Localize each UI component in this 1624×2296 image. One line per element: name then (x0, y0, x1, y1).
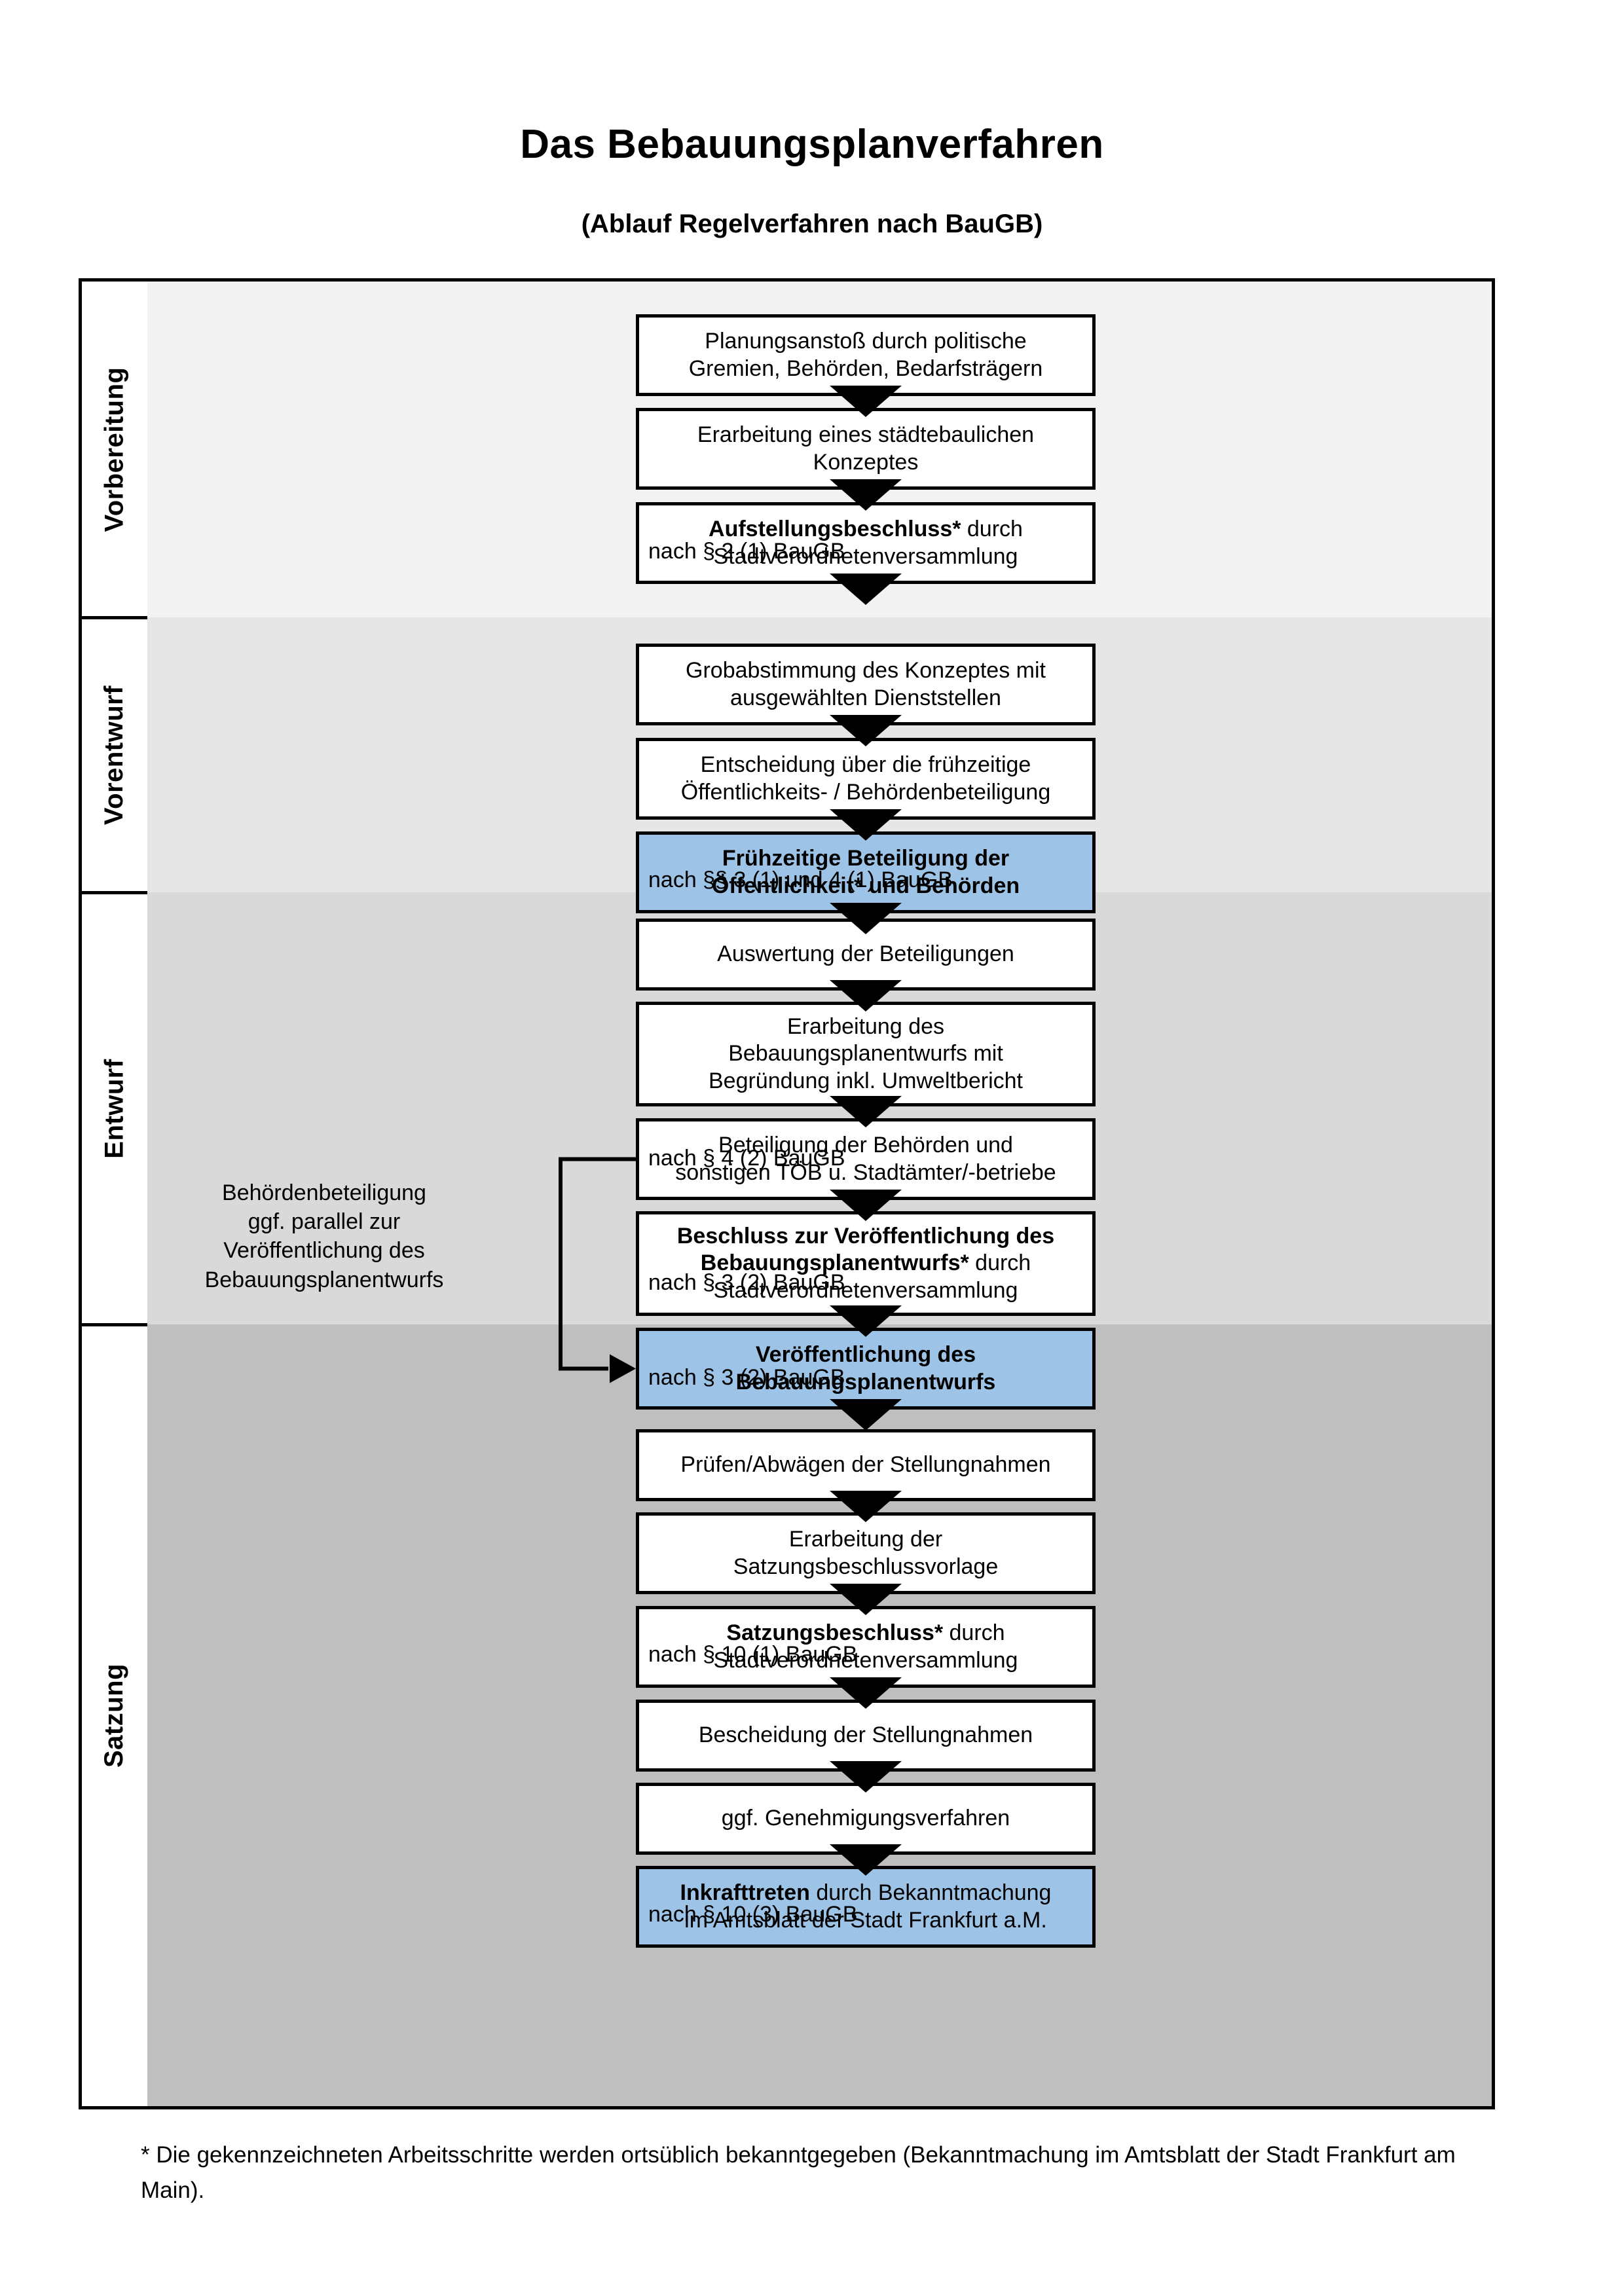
phase-label-vorentwurf: Vorentwurf (82, 617, 147, 892)
legal-reference-r6: nach § 10 (1) BauGB (648, 1642, 858, 1667)
flow-step-label: Beschluss zur Veröffentlichung des Bebau… (677, 1223, 1054, 1304)
legal-reference-r2: nach §§ 3 (1) und 4 (1) BauGB (648, 867, 953, 892)
flow-step-s2[interactable]: Erarbeitung eines städtebaulichen Konzep… (636, 408, 1096, 490)
flow-step-emphasis: Inkrafttreten (680, 1880, 810, 1906)
flow-step-rest: Grobabstimmung des Konzeptes mit ausgewä… (686, 658, 1046, 710)
flow-step-label: Veröffentlichung des Bebauungsplanentwur… (736, 1341, 996, 1396)
arrow-down-icon (830, 574, 902, 605)
legal-reference-r7: nach § 10 (3) BauGB (648, 1902, 858, 1927)
flow-step-rest: Auswertung der Beteiligungen (717, 941, 1014, 967)
flow-step-s17[interactable]: Inkrafttreten durch Bekanntmachung im Am… (636, 1866, 1096, 1948)
phase-divider (82, 891, 147, 894)
flow-step-label: Erarbeitung der Satzungsbeschlussvorlage (733, 1526, 998, 1580)
page-title: Das Bebauungsplanverfahren (520, 122, 1104, 167)
legal-reference-r5: nach § 3 (2) BauGB (648, 1365, 845, 1390)
arrow-down-icon (830, 386, 902, 417)
flow-step-rest: Bescheidung der Stellungnahmen (698, 1722, 1033, 1748)
flow-step-s8[interactable]: Erarbeitung des Bebauungsplanentwurfs mi… (636, 1002, 1096, 1106)
flow-step-emphasis: Beschluss zur Veröffentlichung des Bebau… (676, 1223, 1055, 1276)
flow-step-rest: Erarbeitung der Satzungsbeschlussvorlage (733, 1527, 999, 1579)
arrow-down-icon (830, 1399, 902, 1430)
arrow-down-icon (830, 1190, 902, 1221)
flow-step-s10[interactable]: Beschluss zur Veröffentlichung des Bebau… (636, 1211, 1096, 1316)
flow-step-rest: Prüfen/Abwägen der Stellungnahmen (680, 1452, 1051, 1478)
flow-step-label: Prüfen/Abwägen der Stellungnahmen (680, 1451, 1050, 1478)
arrow-down-icon (830, 1761, 902, 1793)
flow-step-s4[interactable]: Grobabstimmung des Konzeptes mit ausgewä… (636, 644, 1096, 725)
flow-step-label: Aufstellungsbeschluss* durch Stadtverord… (709, 516, 1023, 570)
flow-step-emphasis: Frühzeitige Beteiligung der Öffentlichke… (711, 846, 1020, 898)
flow-step-label: Grobabstimmung des Konzeptes mit ausgewä… (686, 657, 1046, 712)
flow-step-s1[interactable]: Planungsanstoß durch politische Gremien,… (636, 314, 1096, 396)
phase-label-entwurf: Entwurf (82, 892, 147, 1324)
footnote-text: * Die gekennzeichneten Arbeitsschritte w… (141, 2142, 1456, 2204)
arrow-down-icon (830, 715, 902, 746)
arrow-down-icon (830, 809, 902, 841)
phase-bands: Planungsanstoß durch politische Gremien,… (147, 282, 1492, 2106)
flow-step-s5[interactable]: Entscheidung über die frühzeitige Öffent… (636, 738, 1096, 820)
flow-step-s3[interactable]: Aufstellungsbeschluss* durch Stadtverord… (636, 502, 1096, 584)
flow-step-label: Entscheidung über die frühzeitige Öffent… (681, 752, 1051, 806)
flow-step-rest: durch Stadtverordnetenversammlung (713, 1250, 1031, 1303)
phase-label-satzung: Satzung (82, 1324, 147, 2106)
flow-step-rest: Erarbeitung eines städtebaulichen Konzep… (697, 422, 1035, 475)
flow-step-rest: durch Stadtverordnetenversammlung (713, 517, 1023, 569)
phase-label-vorbereitung: Vorbereitung (82, 282, 147, 617)
legal-reference-r3: nach § 4 (2) BauGB (648, 1146, 845, 1171)
phase-divider (82, 1323, 147, 1326)
flow-step-s11[interactable]: Veröffentlichung des Bebauungsplanentwur… (636, 1328, 1096, 1410)
flow-step-label: Frühzeitige Beteiligung der Öffentlichke… (712, 845, 1020, 900)
phase-label-text: Satzung (100, 1663, 129, 1768)
phase-label-text: Entwurf (100, 1058, 129, 1159)
phase-divider (82, 616, 147, 619)
flow-step-label: Erarbeitung eines städtebaulichen Konzep… (697, 422, 1034, 476)
legal-reference-r1: nach § 2 (1) BauGB (648, 539, 845, 564)
flow-step-emphasis: Satzungsbeschluss* (726, 1620, 944, 1646)
arrow-down-icon (830, 1844, 902, 1876)
side-note-behoerdenbeteiligung: Behördenbeteiligung ggf. parallel zur Ve… (204, 1180, 444, 1292)
flow-step-s15[interactable]: Bescheidung der Stellungnahmen (636, 1700, 1096, 1772)
flow-step-label: Bescheidung der Stellungnahmen (699, 1722, 1033, 1749)
flow-step-label: Erarbeitung des Bebauungsplanentwurfs mi… (709, 1013, 1023, 1095)
flow-step-emphasis: Veröffentlichung des Bebauungsplanentwur… (735, 1342, 996, 1394)
phase-label-text: Vorbereitung (100, 367, 129, 532)
arrow-down-icon (830, 479, 902, 511)
arrow-down-icon (830, 1584, 902, 1615)
legal-reference-r4: nach § 3 (2) BauGB (648, 1270, 845, 1295)
page-subtitle: (Ablauf Regelverfahren nach BauGB) (581, 210, 1043, 238)
flow-step-rest: Erarbeitung des Bebauungsplanentwurfs mi… (708, 1013, 1024, 1093)
flow-step-label: Planungsanstoß durch politische Gremien,… (689, 328, 1043, 382)
flow-step-label: Auswertung der Beteiligungen (717, 941, 1014, 968)
flow-step-rest: durch Stadtverordnetenversammlung (713, 1620, 1018, 1673)
flow-step-label: Satzungsbeschluss* durch Stadtverordnete… (714, 1620, 1018, 1674)
flow-step-label: Beteiligung der Behörden und sonstigen T… (675, 1132, 1056, 1186)
arrow-down-icon (830, 1305, 902, 1337)
flow-step-label: Inkrafttreten durch Bekanntmachung im Am… (680, 1880, 1052, 1934)
arrow-down-icon (830, 1677, 902, 1709)
flow-step-s7[interactable]: Auswertung der Beteiligungen (636, 919, 1096, 991)
flow-step-s13[interactable]: Erarbeitung der Satzungsbeschlussvorlage (636, 1512, 1096, 1594)
flow-step-rest: ggf. Genehmigungsverfahren (721, 1806, 1010, 1831)
flow-step-rest: Planungsanstoß durch politische Gremien,… (688, 329, 1043, 381)
arrow-down-icon (830, 1096, 902, 1127)
flow-step-rest: Beteiligung der Behörden und sonstigen T… (675, 1133, 1056, 1185)
flow-step-rest: durch Bekanntmachung im Amtsblatt der St… (684, 1880, 1052, 1933)
flow-step-label: ggf. Genehmigungsverfahren (722, 1805, 1010, 1832)
flow-step-s12[interactable]: Prüfen/Abwägen der Stellungnahmen (636, 1429, 1096, 1501)
phase-label-text: Vorentwurf (100, 685, 129, 825)
flow-step-s6[interactable]: Frühzeitige Beteiligung der Öffentlichke… (636, 831, 1096, 913)
arrow-down-icon (830, 980, 902, 1011)
arrow-down-icon (830, 1491, 902, 1522)
flow-step-emphasis: Aufstellungsbeschluss* (709, 517, 961, 542)
arrow-down-icon (830, 903, 902, 934)
flow-step-rest: Entscheidung über die frühzeitige Öffent… (680, 752, 1051, 805)
diagram-frame: Planungsanstoß durch politische Gremien,… (79, 278, 1495, 2109)
